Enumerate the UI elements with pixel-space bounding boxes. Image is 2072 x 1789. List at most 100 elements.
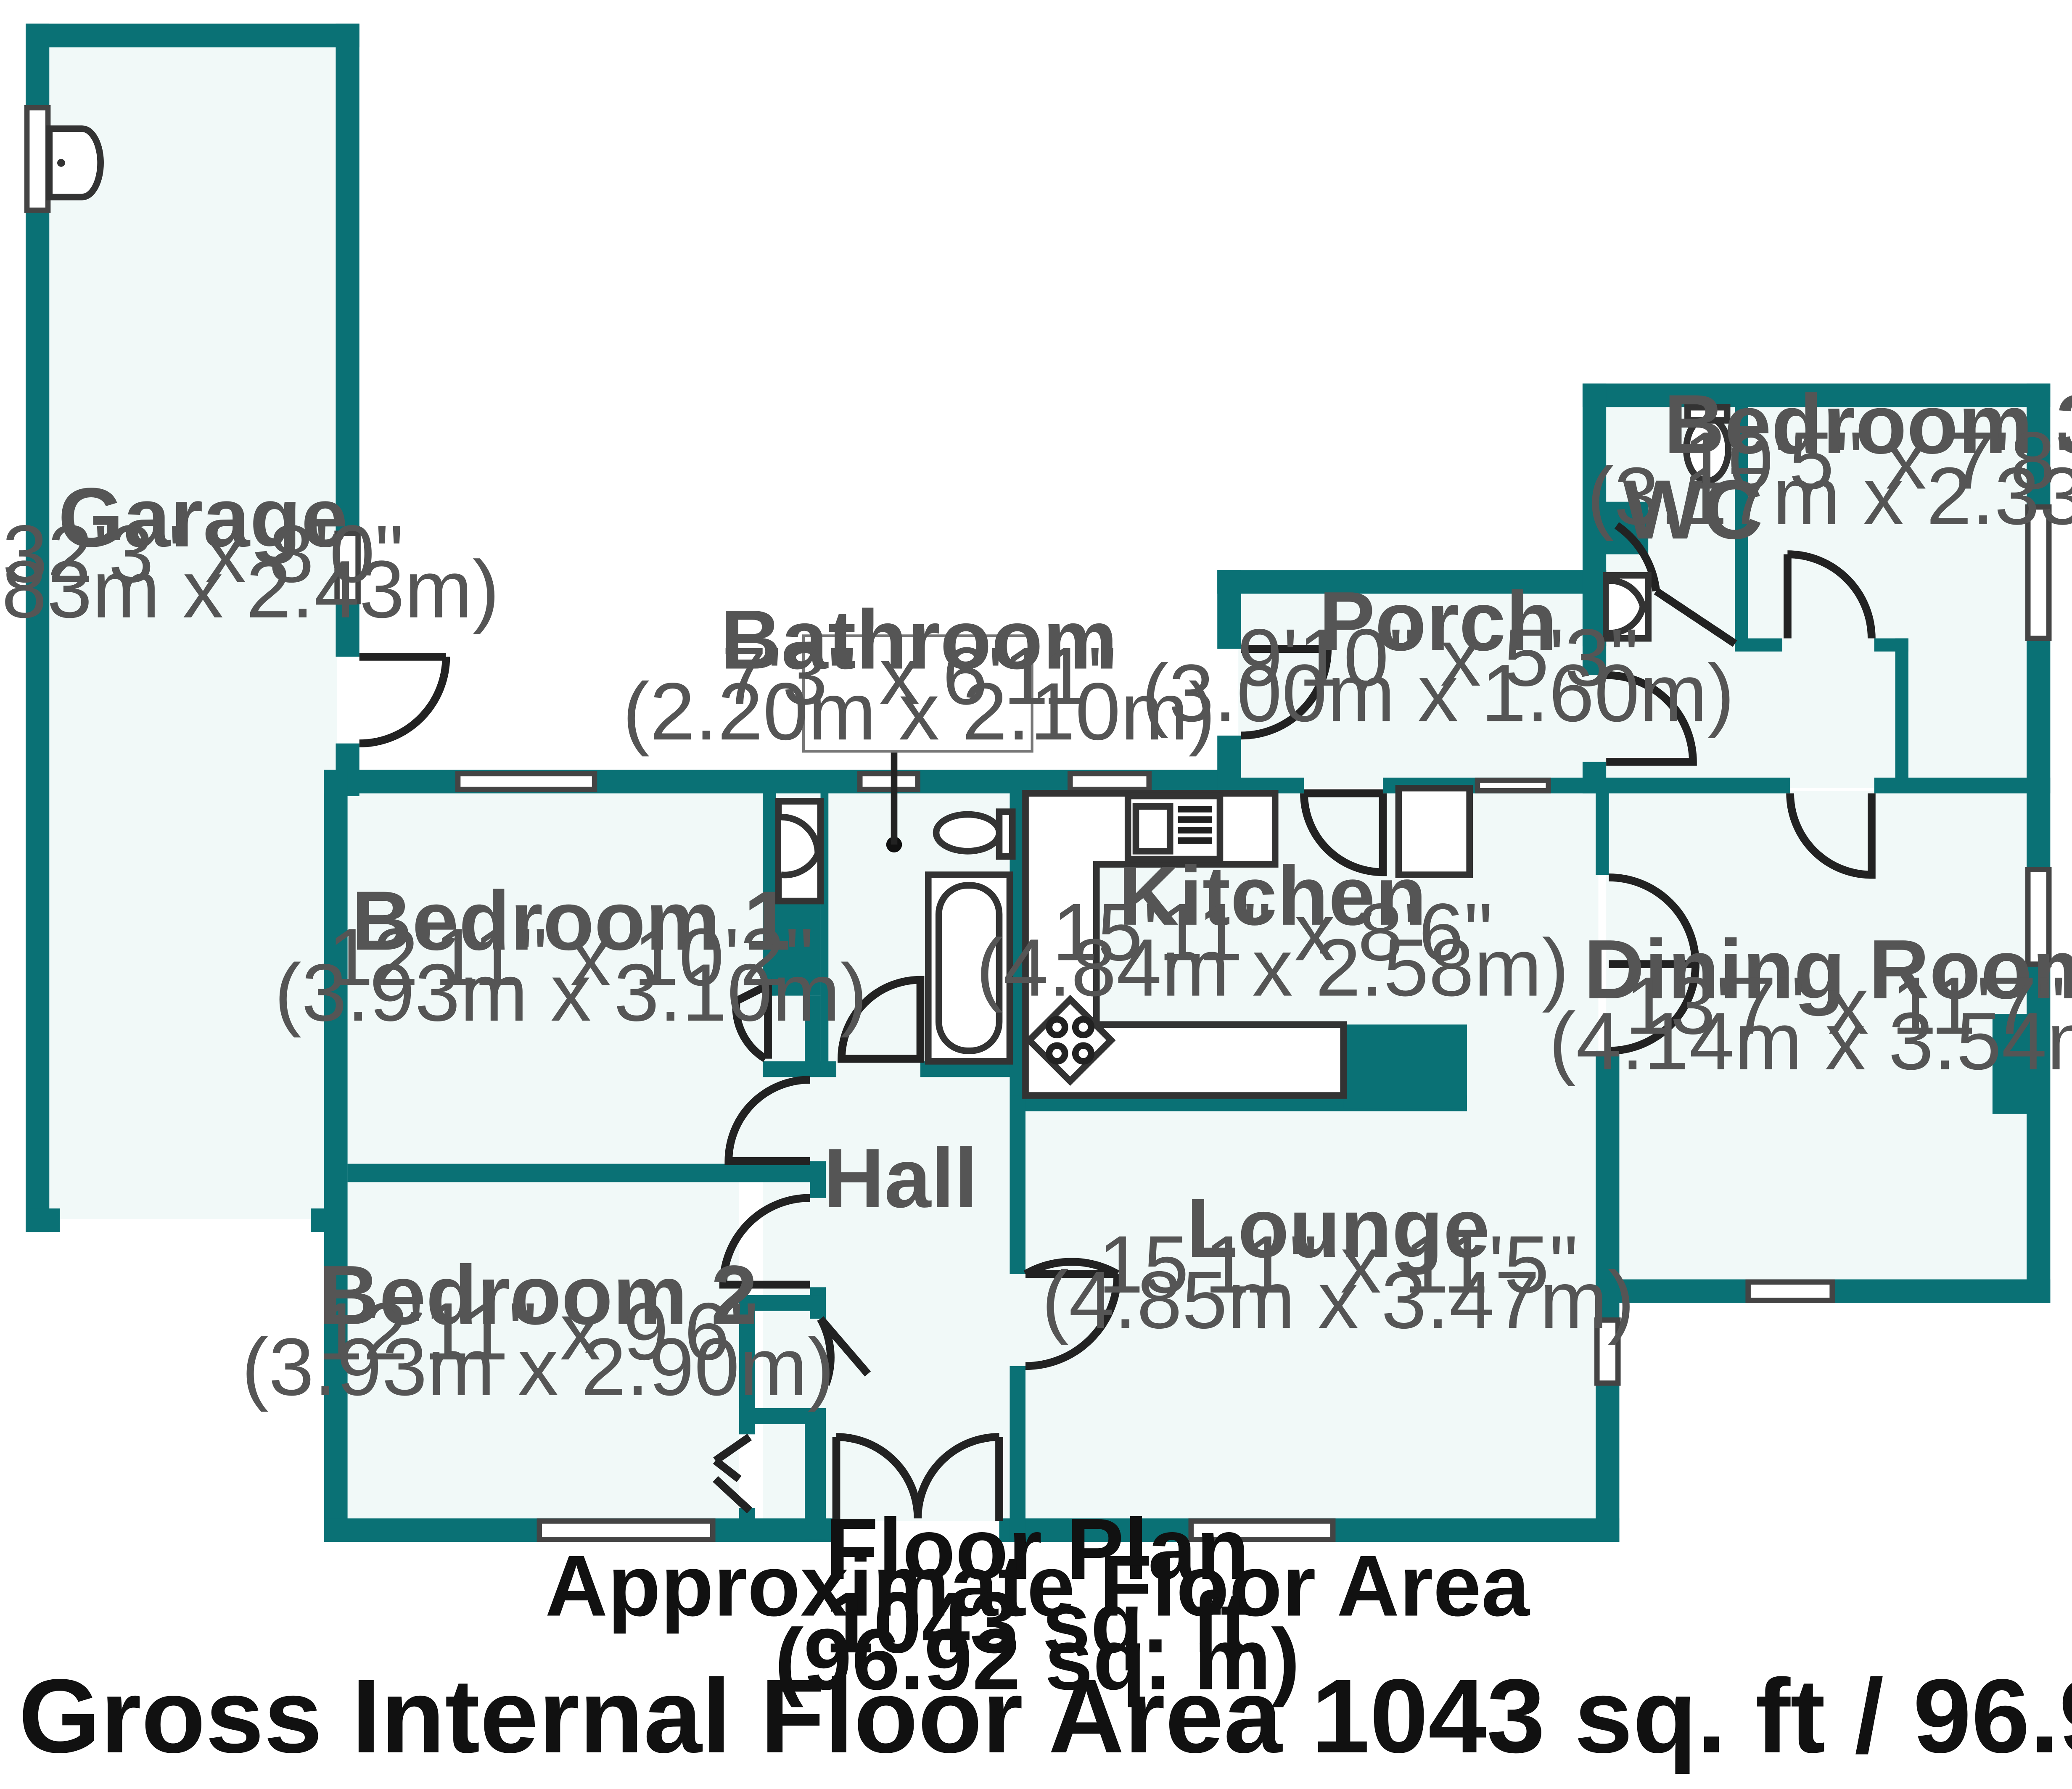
hall-name: Hall (824, 1132, 978, 1225)
window (1475, 777, 1551, 794)
window (1188, 1518, 1336, 1542)
wall (1217, 570, 1607, 594)
bedroom2-cupboard-door (713, 1433, 753, 1514)
hob-ring-icon (1046, 1016, 1068, 1039)
hob-ring-icon (1072, 1042, 1095, 1065)
lounge-dim-metric: (4.85m x 3.47m) (1042, 1255, 1635, 1346)
wall (1735, 638, 1782, 652)
garage-door (359, 653, 450, 748)
dining-hall-door (1786, 793, 1876, 879)
wall (1895, 638, 1908, 783)
wall (26, 24, 359, 47)
garage-floor (47, 47, 337, 1219)
bedroom2-floor (347, 1182, 739, 1521)
bathroom-name: Bathroom (721, 593, 1118, 687)
wall (1596, 791, 1609, 875)
wc-cistern-icon (1684, 404, 1731, 424)
garage-name: Garage (58, 471, 348, 565)
wall (347, 1164, 816, 1182)
porch-side-door (1606, 671, 1697, 766)
front-double-door (832, 1433, 1003, 1521)
bedroom3-dim-imperial: 10'5" x 7'8" (1683, 415, 2072, 506)
window (334, 530, 361, 604)
porch-kitchen-door (1300, 789, 1387, 876)
garage-dim-metric: (9.83m x 2.43m) (0, 544, 500, 635)
bedroom1-dim-metric: (3.93m x 3.10m) (275, 947, 867, 1038)
bathroom-label-box (802, 634, 1033, 753)
basin-icon (781, 813, 822, 879)
tap-icon (57, 159, 65, 167)
toilet-icon (933, 811, 1003, 855)
fixtures (46, 125, 1732, 1099)
appliance-icon (1395, 785, 1473, 878)
floor-area-caption: Floor Plan Approximate Floor Area 1043 s… (545, 1500, 1530, 1707)
kitchen-lounge-floor (1025, 791, 1599, 1521)
bedroom3-door (1784, 550, 1876, 639)
window (24, 105, 51, 213)
wall (805, 1408, 826, 1540)
wall (26, 1208, 60, 1232)
dining-floor (1606, 791, 2027, 1280)
kitchen-dim-imperial: 15'11" x 8'6" (1052, 887, 1493, 978)
garage-dim-imperial: 32'3" x 8'0" (3, 509, 404, 599)
caption-line4: (96.92 sq. m) (774, 1611, 1300, 1708)
bedroom3-dim-metric: (3.17m x 2.33m) (1587, 451, 2072, 542)
room-labels: Garage 32'3" x 8'0" (9.83m x 2.43m) Bath… (0, 377, 2072, 1412)
wall (1596, 777, 1790, 794)
kitchen-name: Kitchen (1118, 849, 1427, 943)
drainer-icon (1178, 806, 1212, 844)
wall (805, 995, 821, 1072)
lounge-name: Lounge (1187, 1181, 1490, 1275)
wall (1217, 735, 1241, 794)
dining-dim-imperial: 13'7" x 11'7" (1625, 960, 2066, 1051)
wall (1582, 570, 1607, 675)
caption-line1: Floor Plan (825, 1500, 1249, 1597)
kitchen-dining-double-door (1609, 873, 1700, 1055)
chimney-breast (1992, 1014, 2030, 1114)
gross-area-footer: Approx. Gross Internal Floor Area 1043 s… (0, 1657, 2072, 1775)
bathtub-basin-icon (935, 882, 1003, 1054)
bedroom1-door (724, 1076, 810, 1165)
bedroom1-floor (347, 791, 763, 1169)
bedroom3-name: Bedroom 3 (1664, 377, 2072, 471)
bedroom2-dim-imperial: 12'11" x 9'6" (318, 1286, 758, 1377)
garage-sink-icon (46, 125, 104, 201)
window (536, 1518, 716, 1542)
window (1594, 1317, 1621, 1386)
wc-basin-icon (1609, 577, 1646, 636)
lounge-dim-imperial: 15'11" x 11'5" (1098, 1219, 1578, 1310)
porch-floor (1238, 591, 1596, 788)
windows (24, 105, 2052, 1542)
caption-line2: Approximate Floor Area (545, 1537, 1530, 1634)
wall (1596, 1050, 1620, 1320)
wc-name: WC (1623, 463, 1763, 557)
hob-ring-icon (1072, 1016, 1095, 1039)
porch-dim-imperial: 9'10" x 5'3" (1237, 612, 1639, 703)
doors (359, 522, 1876, 1521)
wall (1582, 383, 2051, 407)
bathroom-door (838, 976, 925, 1063)
wall (324, 770, 348, 1542)
wall (1735, 407, 1748, 646)
bedroom2-name: Bedroom 2 (318, 1248, 757, 1342)
window (1745, 1279, 1835, 1303)
kitchen-basin-icon (1132, 803, 1173, 855)
window (2025, 504, 2052, 641)
porch-front-door (1241, 645, 1332, 740)
window (857, 771, 921, 792)
porch-name: Porch (1319, 575, 1557, 668)
bedroom1-name: Bedroom 1 (352, 874, 790, 968)
porch-dim-metric: (3.00m x 1.60m) (1142, 648, 1734, 739)
dining-dim-metric: (4.14m x 3.54m) (1549, 996, 2072, 1087)
bedroom2-dim-metric: (3.93m x 2.90m) (242, 1322, 835, 1413)
wall (1596, 1382, 1620, 1542)
wall (739, 1408, 755, 1435)
window (455, 771, 597, 792)
window (1067, 771, 1152, 792)
hall-cupboard-door (817, 1316, 871, 1386)
chimney-breast (1343, 1024, 1467, 1109)
window (2025, 867, 2052, 967)
wall (1010, 1366, 1026, 1542)
wc-door (1614, 522, 1737, 647)
